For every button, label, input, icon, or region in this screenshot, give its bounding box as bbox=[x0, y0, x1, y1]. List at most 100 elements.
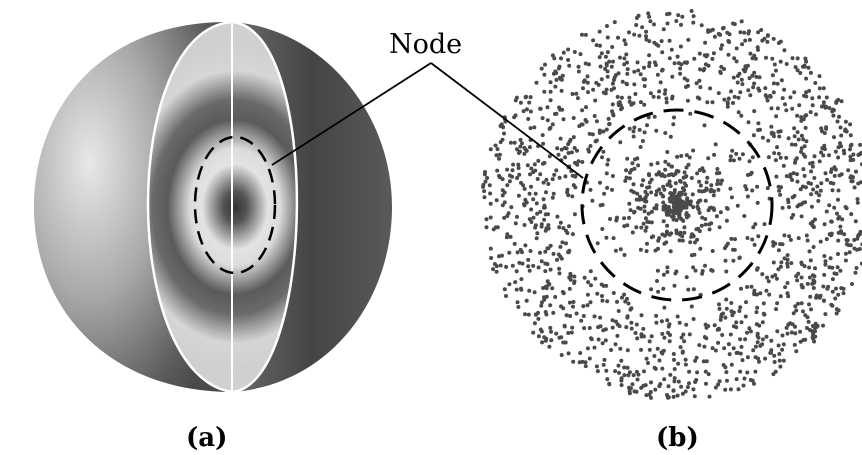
probability-dot bbox=[554, 111, 559, 116]
probability-dot bbox=[568, 277, 573, 282]
probability-dot bbox=[767, 292, 772, 297]
probability-dot bbox=[661, 286, 666, 291]
probability-dot bbox=[792, 90, 797, 95]
probability-dot bbox=[806, 65, 811, 70]
probability-dot bbox=[780, 333, 785, 338]
probability-dot bbox=[542, 217, 547, 222]
probability-dot bbox=[799, 133, 804, 138]
probability-dot bbox=[488, 191, 493, 196]
probability-dot bbox=[791, 311, 796, 316]
probability-dot bbox=[672, 367, 677, 371]
probability-dot bbox=[687, 369, 692, 374]
probability-dot bbox=[749, 170, 754, 175]
probability-dot bbox=[684, 85, 688, 89]
probability-dot bbox=[784, 62, 789, 66]
probability-dot bbox=[839, 286, 844, 291]
probability-dot bbox=[600, 341, 605, 346]
probability-dot bbox=[733, 237, 737, 242]
probability-dot bbox=[857, 247, 862, 251]
probability-dot bbox=[781, 163, 786, 168]
probability-dot bbox=[723, 387, 728, 392]
probability-dot bbox=[512, 241, 517, 246]
probability-dot bbox=[703, 222, 708, 227]
probability-dot bbox=[518, 100, 523, 105]
probability-dot bbox=[679, 335, 684, 340]
probability-dot bbox=[745, 236, 750, 240]
probability-dot bbox=[544, 312, 549, 317]
probability-dot bbox=[682, 188, 687, 193]
probability-dot bbox=[790, 106, 795, 111]
probability-dot bbox=[813, 321, 818, 326]
probability-dot bbox=[671, 215, 676, 219]
probability-dot bbox=[799, 149, 803, 154]
probability-dot bbox=[498, 124, 503, 128]
probability-dot bbox=[697, 210, 702, 215]
probability-dot bbox=[746, 120, 751, 125]
probability-dot bbox=[715, 167, 720, 171]
probability-dot bbox=[620, 106, 624, 110]
probability-dot bbox=[739, 344, 744, 349]
probability-dot bbox=[739, 286, 743, 291]
probability-dot bbox=[627, 215, 631, 220]
probability-dot bbox=[567, 286, 572, 291]
probability-dot bbox=[634, 322, 639, 327]
probability-dot bbox=[848, 143, 853, 148]
probability-dot bbox=[498, 140, 503, 145]
probability-dot bbox=[645, 192, 650, 197]
probability-dot bbox=[638, 194, 642, 199]
probability-dot bbox=[805, 281, 810, 286]
probability-dot bbox=[702, 344, 707, 349]
probability-dot bbox=[689, 253, 694, 258]
probability-dot bbox=[848, 147, 852, 152]
probability-dot bbox=[661, 272, 666, 277]
probability-dot bbox=[698, 183, 703, 188]
probability-dot bbox=[608, 217, 612, 221]
probability-dot bbox=[558, 220, 563, 225]
probability-dot bbox=[665, 223, 670, 228]
probability-dot bbox=[632, 389, 637, 394]
probability-dot bbox=[570, 173, 575, 178]
probability-dot bbox=[516, 305, 521, 309]
probability-dot bbox=[688, 111, 693, 116]
probability-dot bbox=[739, 320, 744, 325]
probability-dot bbox=[539, 303, 544, 308]
probability-dot bbox=[728, 158, 733, 163]
probability-dot bbox=[839, 99, 844, 104]
probability-dot bbox=[754, 322, 759, 327]
probability-dot bbox=[800, 285, 805, 290]
probability-dot bbox=[494, 198, 499, 203]
probability-dot bbox=[808, 294, 813, 299]
probability-dot bbox=[494, 269, 499, 274]
probability-dot bbox=[573, 160, 577, 165]
probability-dot bbox=[645, 123, 649, 128]
probability-dot bbox=[756, 30, 761, 35]
probability-dot bbox=[625, 365, 630, 370]
probability-dot bbox=[505, 183, 510, 188]
probability-dot bbox=[776, 343, 781, 348]
probability-dot bbox=[536, 158, 541, 163]
probability-dot bbox=[811, 273, 815, 278]
probability-dot bbox=[731, 346, 736, 351]
probability-dot bbox=[643, 383, 648, 388]
probability-dot bbox=[814, 190, 819, 195]
probability-dot bbox=[745, 355, 750, 360]
probability-dot bbox=[668, 184, 673, 189]
probability-dot bbox=[839, 172, 844, 177]
probability-dot bbox=[699, 223, 704, 228]
probability-dot bbox=[557, 271, 562, 276]
probability-dot bbox=[670, 94, 675, 99]
probability-dot bbox=[564, 313, 569, 318]
probability-dot bbox=[821, 284, 826, 289]
probability-dot bbox=[571, 116, 576, 120]
probability-dot bbox=[764, 334, 769, 339]
probability-dot bbox=[710, 100, 715, 105]
probability-dot bbox=[804, 139, 809, 144]
probability-dot bbox=[680, 349, 685, 354]
probability-dot bbox=[533, 225, 538, 230]
probability-dot bbox=[659, 319, 664, 324]
probability-dot bbox=[610, 102, 615, 107]
probability-dot bbox=[778, 59, 783, 64]
probability-dot bbox=[817, 193, 822, 198]
probability-dot bbox=[529, 207, 534, 212]
probability-dot bbox=[647, 180, 652, 185]
